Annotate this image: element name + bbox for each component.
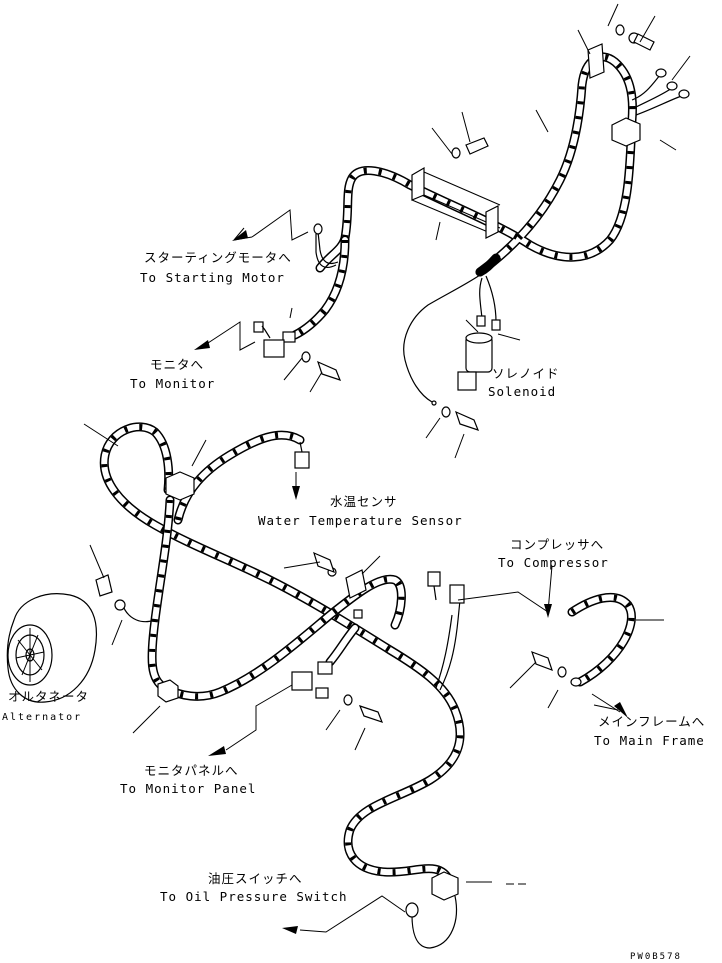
solenoid-label-jp: ソレノイド xyxy=(492,366,560,381)
monitor-label-en: To Monitor xyxy=(130,376,216,391)
water-temp-label-en: Water Temperature Sensor xyxy=(258,513,463,528)
oil-pressure-label-jp: 油圧スイッチへ xyxy=(208,871,303,886)
monitor-panel-label-en: To Monitor Panel xyxy=(120,781,257,796)
solenoid-label-en: Solenoid xyxy=(488,384,557,399)
leader-lines xyxy=(83,3,691,934)
starting-motor-label-en: To Starting Motor xyxy=(140,270,285,285)
compressor-label-en: To Compressor xyxy=(498,555,609,570)
starting-motor-label-jp: スターティングモータへ xyxy=(144,250,292,265)
alternator-part xyxy=(6,593,97,703)
lower-harness xyxy=(95,422,636,949)
monitor-panel-label-jp: モニタパネルへ xyxy=(144,763,239,778)
alternator-label-jp: オルタネータ xyxy=(8,689,90,704)
main-frame-label-jp: メインフレームへ xyxy=(598,714,706,729)
drawing-code: PW0B578 xyxy=(630,952,682,962)
oil-pressure-label-en: To Oil Pressure Switch xyxy=(160,889,348,904)
compressor-label-jp: コンプレッサへ xyxy=(510,537,605,552)
monitor-label-jp: モニタへ xyxy=(150,357,205,372)
alternator-label-en: Alternator xyxy=(2,712,83,723)
water-temp-label-jp: 水温センサ xyxy=(330,494,398,509)
main-frame-label-en: To Main Frame xyxy=(594,733,705,748)
upper-harness xyxy=(253,24,690,431)
